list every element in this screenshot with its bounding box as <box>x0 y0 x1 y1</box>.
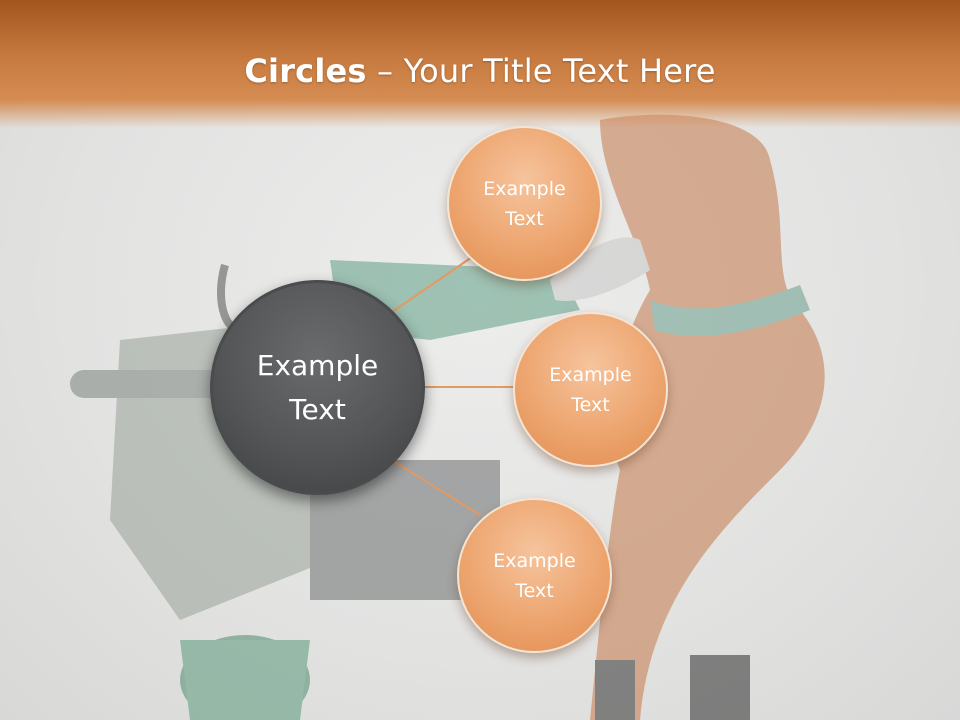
satellite-circle-text: Example Text <box>483 177 566 230</box>
slide-title: Circles – Your Title Text Here <box>0 52 960 90</box>
connector-line-1 <box>391 254 476 313</box>
connector-line-3 <box>394 461 481 516</box>
satellite-circle-text: Example Text <box>549 363 632 416</box>
title-bold: Circles <box>244 52 367 90</box>
title-bar <box>0 0 960 128</box>
title-rest: – Your Title Text Here <box>366 52 716 90</box>
center-circle-text: Example Text <box>256 348 379 426</box>
satellite-circle-2[interactable]: Example Text <box>513 312 668 467</box>
satellite-circle-1[interactable]: Example Text <box>447 126 602 281</box>
satellite-circle-3[interactable]: Example Text <box>457 498 612 653</box>
satellite-circle-text: Example Text <box>493 549 576 602</box>
center-circle[interactable]: Example Text <box>210 280 425 495</box>
